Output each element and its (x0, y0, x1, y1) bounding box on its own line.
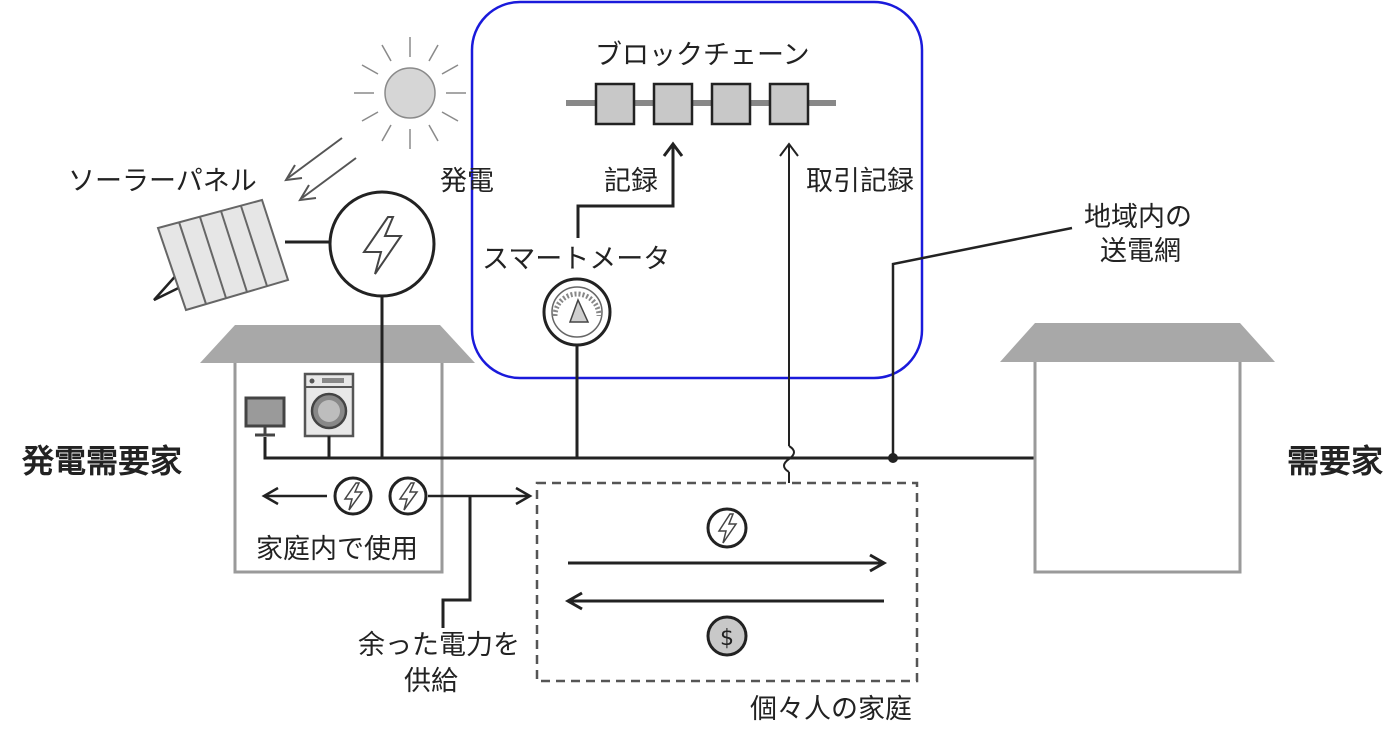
prosumer-label: 発電需要家 (21, 442, 182, 480)
household-use-arrow (261, 486, 327, 506)
prosumer-house (200, 325, 475, 574)
blockchain-highlight-box (470, 0, 924, 380)
transaction-record-label: 取引記録 (806, 166, 914, 197)
individual-households-box (535, 481, 919, 683)
house-wiring (263, 296, 1035, 460)
transaction-record-arrow (779, 142, 799, 483)
solar-panel-label: ソーラーパネル (68, 166, 257, 197)
block-2 (652, 82, 694, 126)
regional-grid-leader (891, 226, 1073, 458)
coin-icon: $ (706, 615, 748, 657)
currency-symbol: $ (720, 626, 734, 651)
smart-meter-icon (542, 277, 612, 347)
monitor-icon (244, 396, 286, 437)
household-lightning-icon-1 (333, 476, 373, 516)
block-4 (768, 82, 810, 126)
block-1 (594, 82, 636, 126)
surplus-label-line2: 供給 (404, 666, 458, 697)
trade-lightning-icon (706, 507, 748, 549)
record-arrow (576, 141, 684, 238)
consumer-house (1000, 323, 1275, 574)
blockchain-chain-icon (566, 82, 836, 126)
payment-flow-arrow (564, 591, 884, 611)
record-label: 記録 (604, 166, 658, 197)
sun-icon (354, 37, 466, 149)
surplus-leader (441, 496, 472, 628)
sunlight-arrows (284, 137, 357, 202)
generator-lightning-icon (328, 190, 436, 298)
household-lightning-icon-2 (388, 476, 428, 516)
solar-panel-icon (153, 198, 290, 312)
household-use-label: 家庭内で使用 (256, 534, 418, 565)
blockchain-label: ブロックチェーン (595, 40, 810, 71)
consumer-label: 需要家 (1287, 442, 1383, 480)
individual-households-label: 個々人の家庭 (750, 694, 912, 725)
regional-grid-label-line2: 送電網 (1100, 236, 1181, 267)
power-flow-arrow (568, 553, 888, 573)
block-3 (710, 82, 752, 126)
regional-grid-label-line1: 地域内の (1084, 202, 1192, 233)
washing-machine-icon (303, 372, 355, 438)
generation-label: 発電 (440, 166, 494, 197)
supply-arrow (428, 486, 533, 506)
surplus-label-line1: 余った電力を (358, 630, 520, 661)
smart-meter-label: スマートメータ (482, 244, 670, 275)
